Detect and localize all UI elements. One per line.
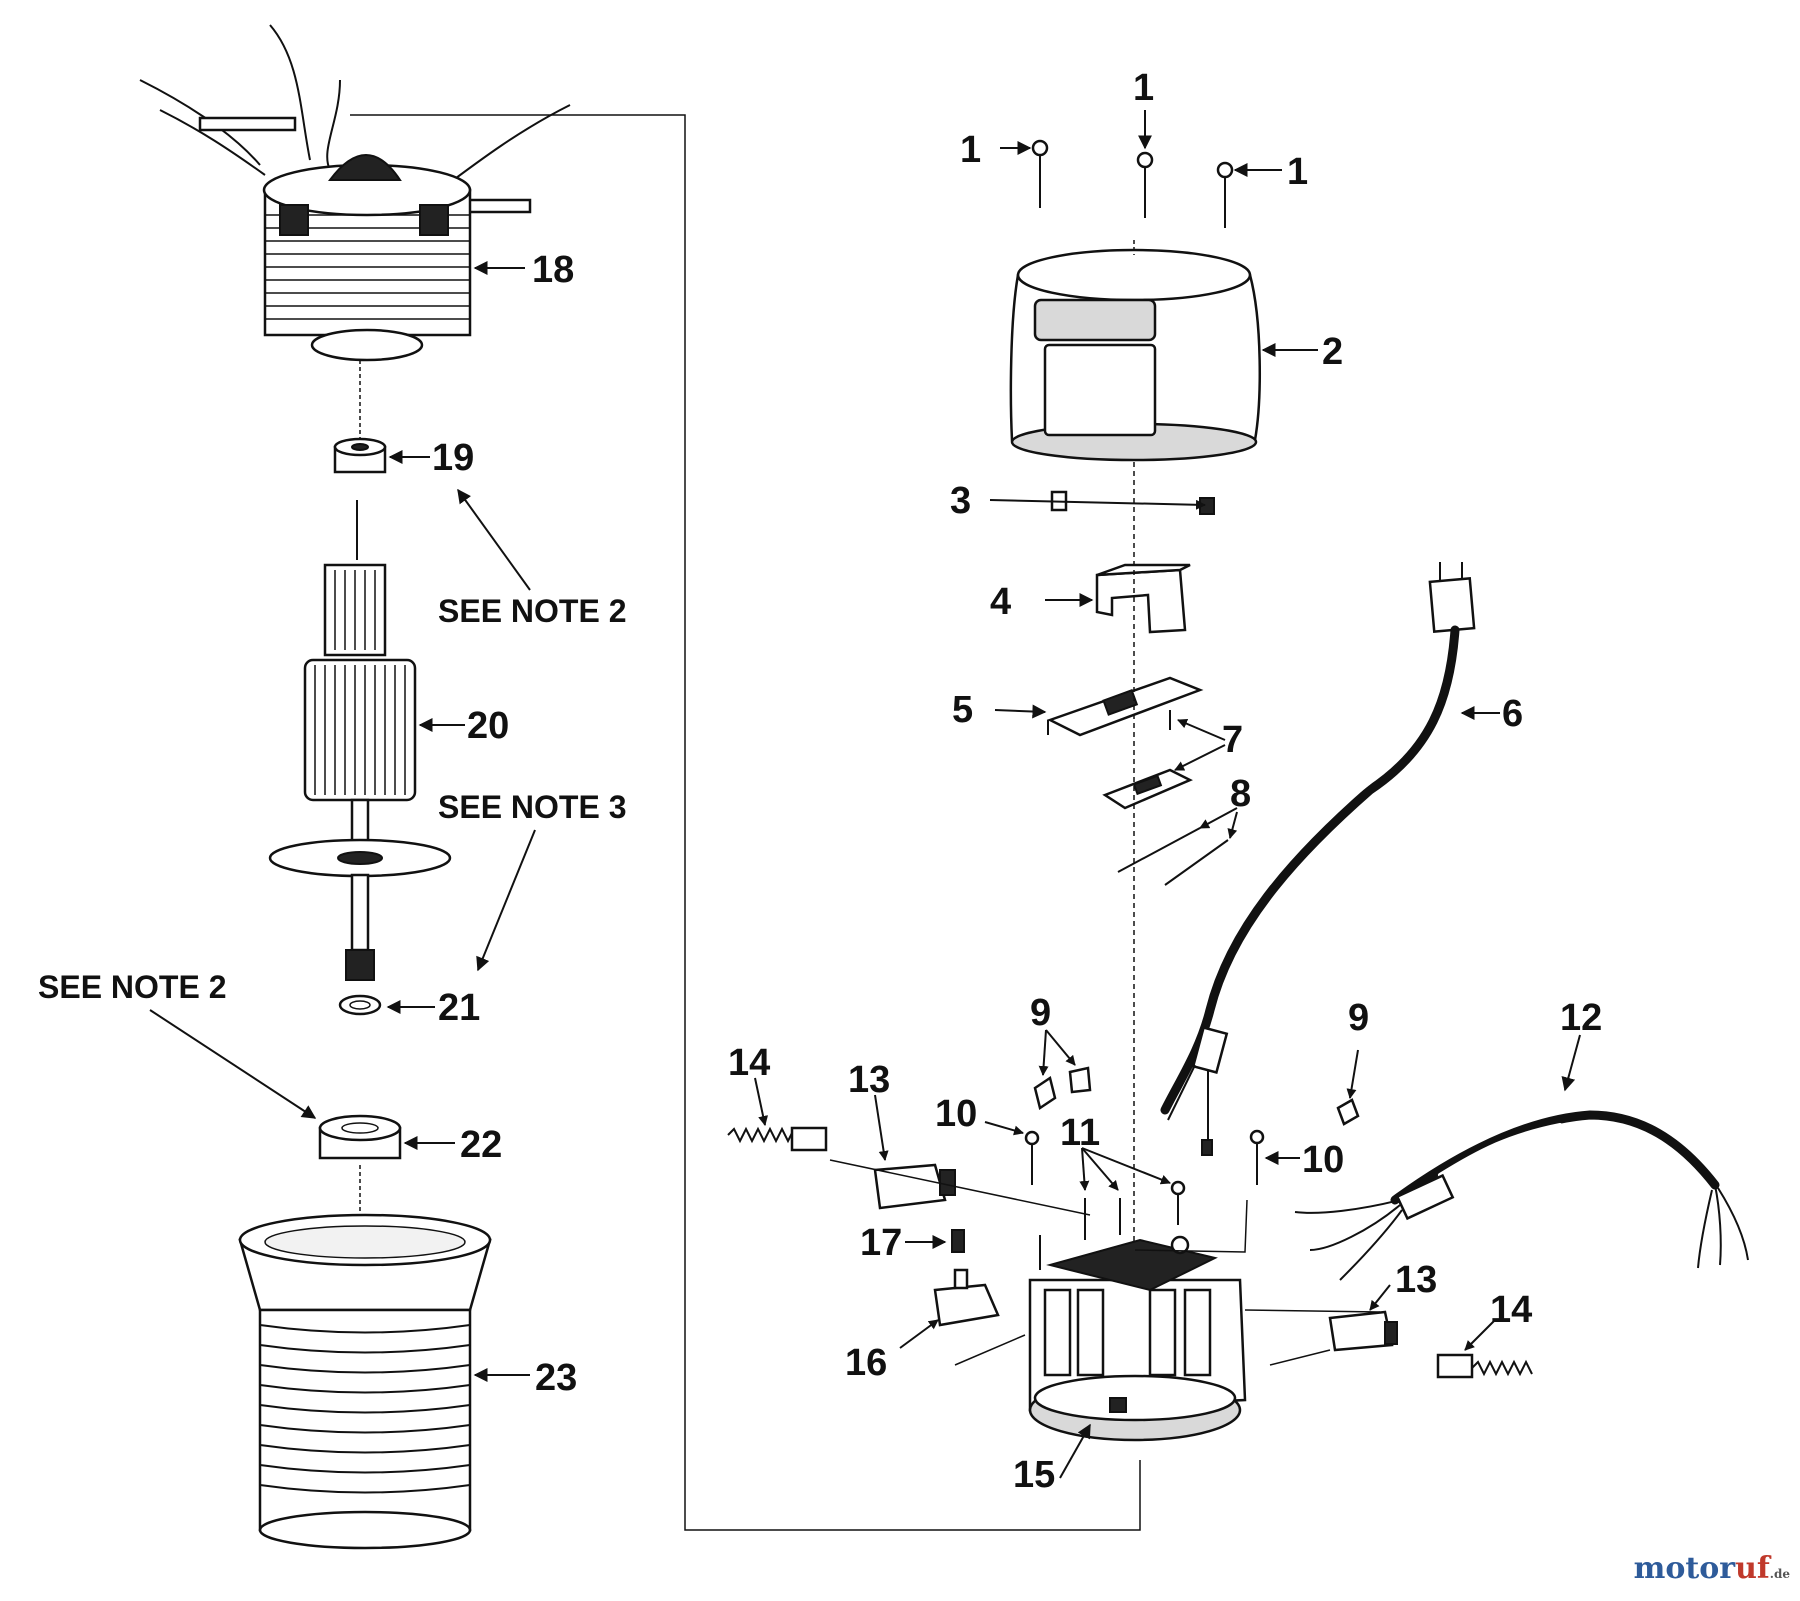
label-16: 16 [845,1342,887,1384]
motor-housing-part [238,1165,492,1550]
leader-14b [1464,1319,1496,1351]
brush-part-14b [1436,1353,1533,1379]
brush-part-14a [727,1126,828,1152]
label-9a: 9 [1030,992,1051,1034]
label-13a: 13 [848,1059,890,1101]
wire-nut-part-9 [1033,1066,1360,1126]
watermark-text-1: motor [1633,1551,1736,1586]
label-21: 21 [438,987,480,1029]
label-18: 18 [532,249,574,291]
leader-11a [1079,1147,1090,1191]
bracket-part-4 [1095,563,1191,634]
leader-5 [994,704,1047,719]
leader-3 [989,499,1206,510]
power-cord-part [1160,562,1476,1156]
watermark-text-2: uf [1735,1551,1770,1586]
note-c: SEE NOTE 2 [38,969,227,1005]
switch-plate-part [1046,676,1204,737]
contact-part-7 [1102,710,1193,810]
label-12: 12 [1560,997,1602,1039]
brush-holder-part-13a [873,1163,956,1210]
pin-part-8 [1117,827,1229,886]
leader-7a [1177,718,1226,741]
motor-cord-part [1294,1110,1749,1281]
leader-13b [1369,1284,1391,1311]
label-2: 2 [1322,331,1343,373]
label-1b: 1 [1133,67,1154,109]
leader-7b [1174,744,1226,771]
leader-11c [1081,1147,1171,1185]
note-arrow-a [457,488,531,591]
leader-12 [1561,1034,1581,1092]
leader-15 [1059,1423,1091,1479]
bearing-part-19 [333,437,387,474]
screw-part-1 [1031,139,1234,228]
brush-guide-lines [829,1159,1381,1366]
leader-14a [754,1077,769,1126]
leader-9c [1346,1049,1359,1099]
label-10a: 10 [935,1093,977,1135]
label-13b: 13 [1395,1259,1437,1301]
leader-13a [874,1094,889,1161]
leader-9a [1038,1029,1049,1076]
armature-part [268,500,452,981]
label-20: 20 [467,705,509,747]
brush-holder-part-13b [1328,1310,1398,1352]
label-7: 7 [1222,719,1243,761]
leader-16 [899,1319,939,1349]
label-5: 5 [952,689,973,731]
note-b: SEE NOTE 3 [438,789,627,825]
screw-part-11 [1039,1180,1186,1270]
label-15: 15 [1013,1454,1055,1496]
leader-10a [984,1121,1024,1136]
base-housing-part [1028,1235,1247,1442]
screw-part-10 [1024,1129,1265,1185]
cover-part [1009,240,1261,462]
label-8: 8 [1230,773,1251,815]
label-1a: 1 [960,129,981,171]
label-17: 17 [860,1222,902,1264]
note-a: SEE NOTE 2 [438,593,627,629]
label-3: 3 [950,480,971,522]
label-14b: 14 [1490,1289,1532,1331]
leader-8b [1227,811,1238,839]
label-6: 6 [1502,693,1523,735]
field-stator-part [139,24,571,440]
retaining-ring-part [338,994,382,1016]
label-22: 22 [460,1124,502,1166]
leader-11b [1081,1147,1119,1191]
leader-8a [1199,807,1238,829]
label-10b: 10 [1302,1139,1344,1181]
assembly-bracket-line [350,114,1141,1531]
label-9b: 9 [1348,997,1369,1039]
label-19: 19 [432,437,474,479]
note-arrow-b [476,829,536,972]
label-23: 23 [535,1357,577,1399]
note-arrow-c [149,1009,317,1119]
label-4: 4 [990,581,1011,623]
label-14a: 14 [728,1042,770,1084]
knob-part-17 [951,1229,965,1253]
label-11: 11 [1060,1112,1100,1154]
bearing-part-22 [318,1114,402,1160]
watermark-logo: motoruf.de [1634,1551,1790,1586]
label-1c: 1 [1287,151,1308,193]
leader-9b [1045,1029,1076,1066]
switch-part-16 [933,1268,1000,1327]
watermark-text-3: .de [1769,1567,1790,1581]
